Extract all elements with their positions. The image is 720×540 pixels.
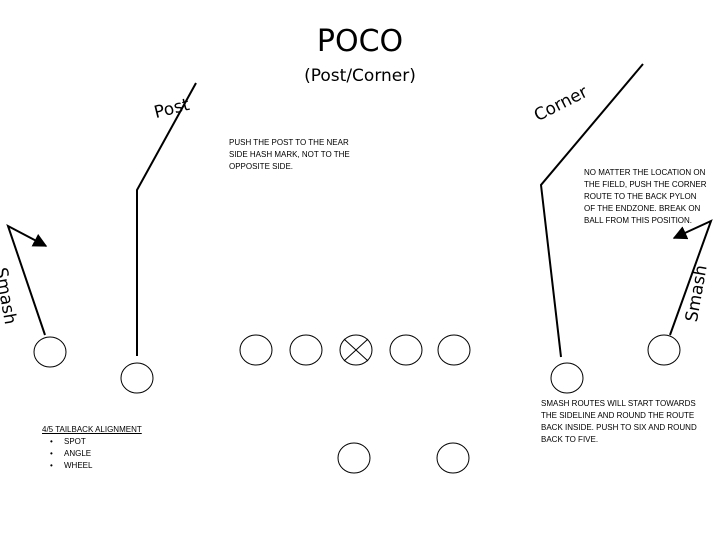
receiver-circle <box>120 362 154 394</box>
receiver-circle <box>647 334 681 366</box>
tailback-alignment: 4/5 TAILBACK ALIGNMENT SPOT ANGLE WHEEL <box>42 424 142 472</box>
corner-route <box>539 63 644 358</box>
post-note: PUSH THE POST TO THE NEAR SIDE HASH MARK… <box>229 138 350 171</box>
diagram-title: POCO <box>316 24 404 59</box>
smash-route-right <box>669 219 713 336</box>
receiver-circle <box>550 362 584 394</box>
post-route <box>136 82 197 356</box>
tailback-item: SPOT <box>50 436 142 448</box>
player-circle <box>289 334 323 366</box>
receiver-circle <box>33 336 67 368</box>
tailback-heading: 4/5 TAILBACK ALIGNMENT <box>42 425 142 434</box>
smash-route-left <box>6 223 48 336</box>
back-circle <box>436 442 470 474</box>
player-circle <box>239 334 273 366</box>
player-circle <box>437 334 471 366</box>
diagram-subtitle: (Post/Corner) <box>304 66 416 86</box>
tailback-item: ANGLE <box>50 448 142 460</box>
back-circle <box>337 442 371 474</box>
player-circle <box>389 334 423 366</box>
corner-note: NO MATTER THE LOCATION ON THE FIELD, PUS… <box>584 168 707 225</box>
smash-note: SMASH ROUTES WILL START TOWARDS THE SIDE… <box>541 399 697 444</box>
center-x-mark <box>343 338 369 362</box>
tailback-item: WHEEL <box>50 460 142 472</box>
tailback-list: SPOT ANGLE WHEEL <box>42 436 142 472</box>
